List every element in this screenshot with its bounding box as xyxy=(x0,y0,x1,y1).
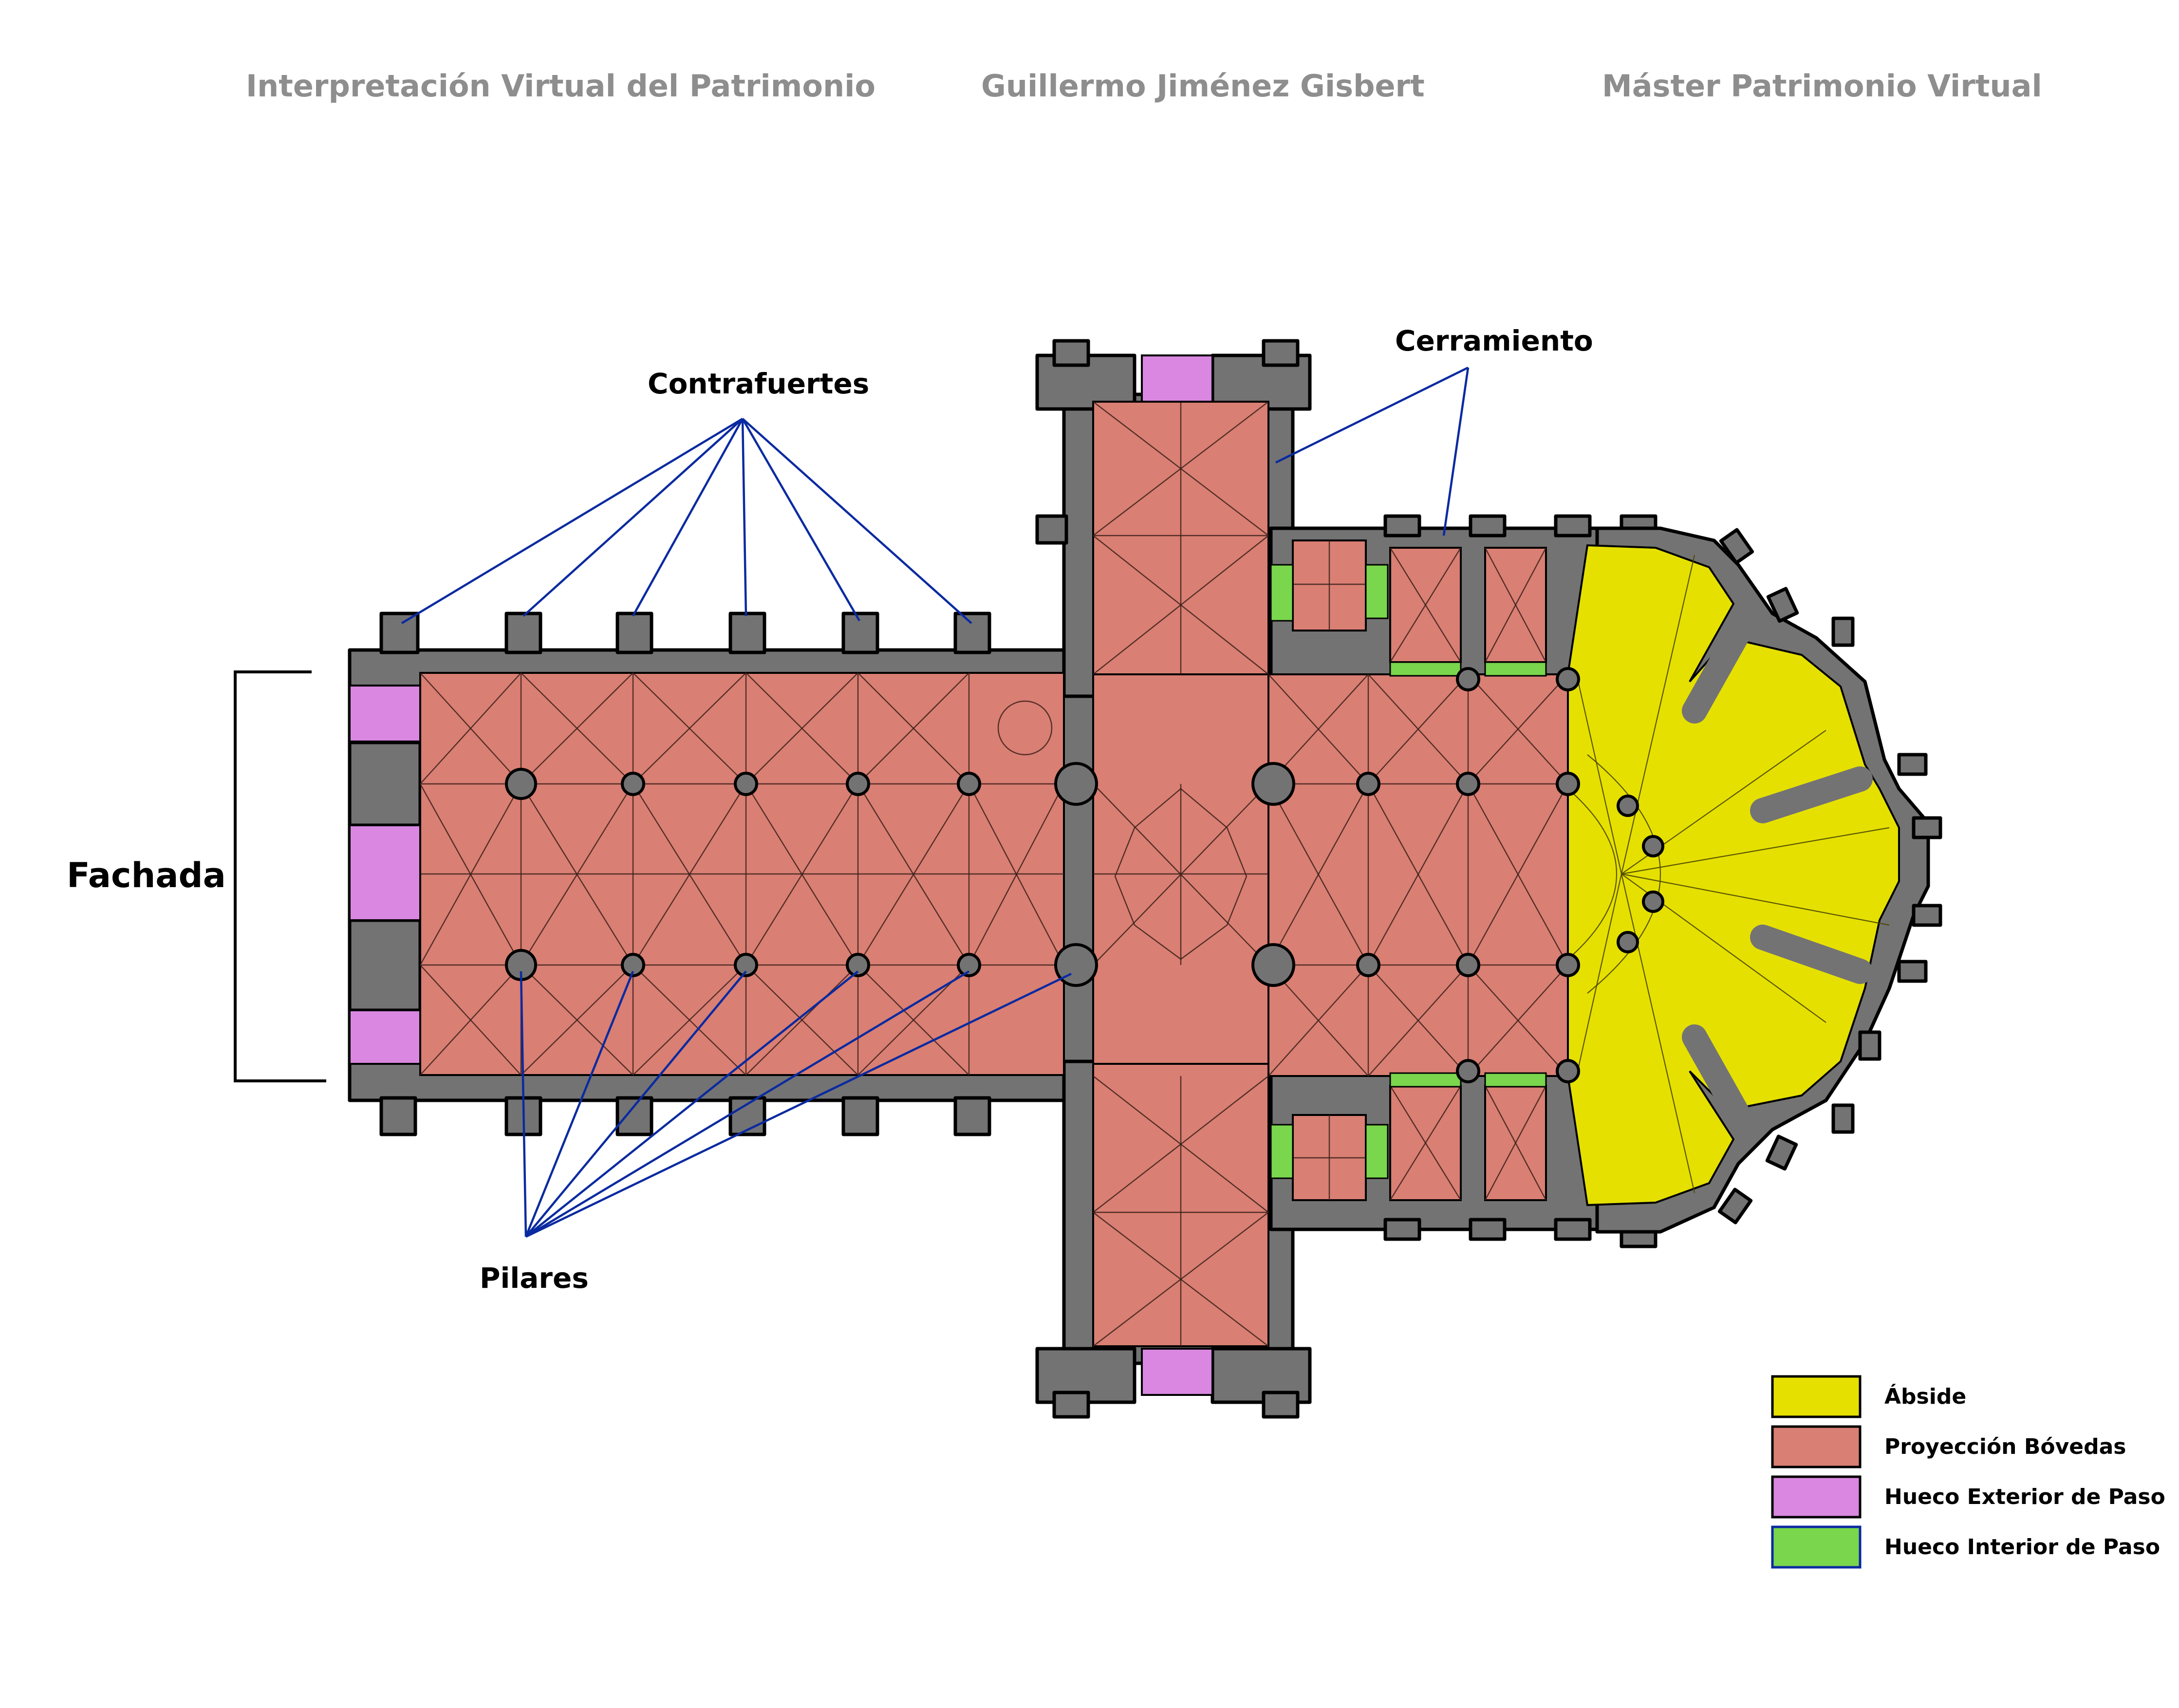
legend-swatch-vaults xyxy=(1771,1425,1862,1468)
fachada-bracket xyxy=(234,670,326,1082)
label-cerramiento: Cerramiento xyxy=(1395,324,1593,357)
legend-swatch-exterior-opening xyxy=(1771,1475,1862,1519)
legend-label-interior-opening: Hueco Interior de Paso xyxy=(1884,1535,2160,1559)
contrafuertes-leaders xyxy=(401,418,972,624)
legend-swatch-interior-opening xyxy=(1771,1525,1862,1569)
vault-ribs xyxy=(419,401,1890,1347)
header-author: Guillermo Jiménez Gisbert xyxy=(981,68,1425,104)
legend-label-vaults: Proyección Bóvedas xyxy=(1884,1434,2126,1459)
label-pilares: Pilares xyxy=(480,1262,589,1295)
exterior-openings xyxy=(349,354,1213,1396)
legend-label-apse: Ábside xyxy=(1884,1383,1966,1409)
south-buttresses xyxy=(379,1096,991,1136)
apse-area xyxy=(1567,544,1900,1207)
north-buttresses xyxy=(379,612,991,654)
interior-openings xyxy=(1270,564,1547,1179)
header-program: Máster Patrimonio Virtual xyxy=(1602,68,2042,104)
header-course-title: Interpretación Virtual del Patrimonio xyxy=(246,68,875,104)
legend-label-exterior-opening: Hueco Exterior de Paso xyxy=(1884,1485,2165,1509)
legend: Ábside Proyección Bóvedas Hueco Exterior… xyxy=(1771,1375,2165,1569)
label-fachada: Fachada xyxy=(67,855,226,895)
cerramiento-leaders xyxy=(1275,366,1470,536)
label-contrafuertes: Contrafuertes xyxy=(648,367,869,400)
pilares-leaders xyxy=(520,970,1072,1238)
piers xyxy=(505,620,1873,1128)
legend-swatch-apse xyxy=(1771,1375,1862,1418)
